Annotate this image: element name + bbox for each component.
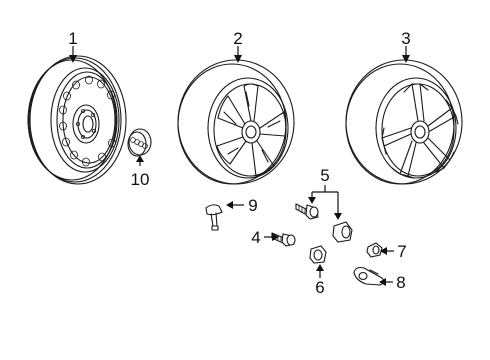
wheel-bolt-icon — [271, 232, 296, 247]
callout-8: 8 — [396, 273, 405, 292]
leader-lines — [69, 46, 410, 286]
callout-3: 3 — [401, 29, 410, 48]
alloy-wheel-icon — [345, 59, 463, 185]
callout-10: 10 — [131, 170, 150, 189]
callout-2: 2 — [233, 29, 242, 48]
callout-1: 1 — [68, 29, 77, 48]
callout-6: 6 — [315, 278, 324, 297]
callout-4: 4 — [251, 228, 260, 247]
alloy-wheel-icon — [177, 59, 295, 185]
cap-removal-clip-icon — [353, 266, 385, 286]
lock-adapter-icon — [309, 245, 327, 264]
bolt-cap-icon — [366, 242, 383, 258]
steel-spare-wheel-icon — [27, 55, 127, 185]
locking-bolt-set-icon — [295, 203, 353, 243]
center-cap-icon — [127, 128, 152, 157]
callout-9: 9 — [248, 196, 257, 215]
valve-stem-icon — [205, 204, 223, 231]
callout-5: 5 — [320, 166, 329, 185]
callout-7: 7 — [397, 242, 406, 261]
